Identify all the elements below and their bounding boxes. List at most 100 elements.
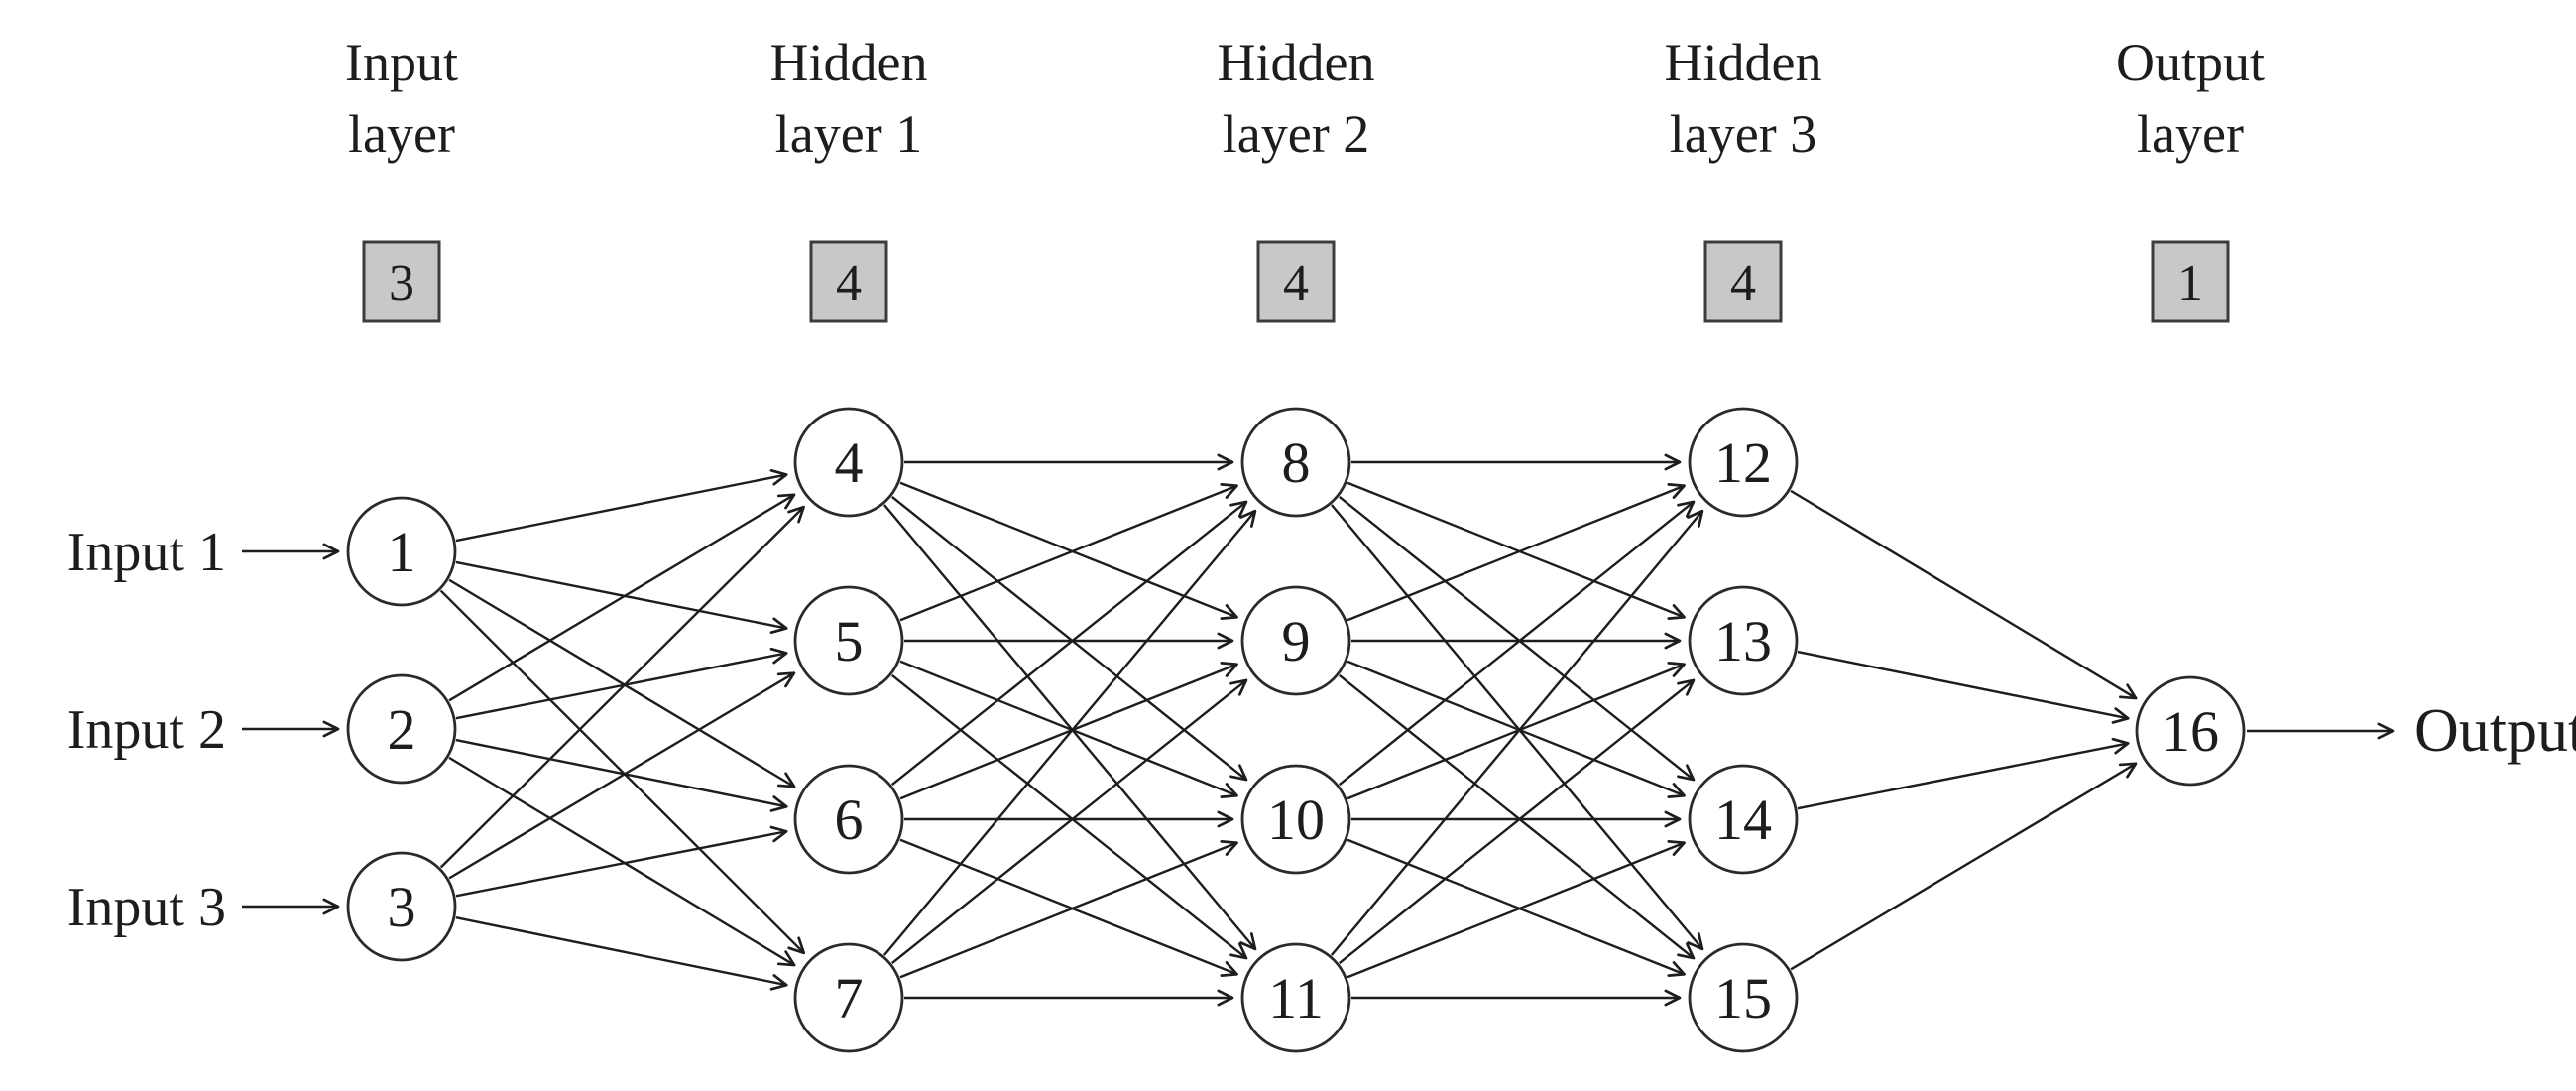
edge-7-10	[899, 840, 1238, 979]
inputs-group: Input 1 Input 2 Input 3	[67, 522, 340, 938]
edge-2-5	[455, 647, 788, 720]
node-2-circle	[346, 673, 457, 785]
node-16-circle	[2135, 675, 2246, 787]
node-4-circle	[793, 407, 904, 518]
layer-title-hidden-layer-2-line1: Hidden	[1218, 33, 1375, 92]
edge-4-11	[882, 504, 1257, 951]
count-badge-hidden-layer-3-value: 4	[1730, 255, 1756, 311]
layer-title-hidden-layer-2-line2: layer 2	[1223, 104, 1369, 164]
edge-9-14	[1347, 660, 1686, 798]
node-13-circle	[1688, 585, 1799, 696]
node-13-label: 13	[1714, 609, 1772, 673]
layer-title-output-layer-line1: Output	[2116, 33, 2265, 92]
node-8-circle	[1240, 407, 1351, 518]
edge-14-16	[1797, 737, 2130, 810]
input-label-3: Input 3	[67, 877, 226, 938]
output-label: Output	[2414, 697, 2576, 765]
node-11-circle	[1240, 942, 1351, 1053]
node-10-label: 10	[1267, 788, 1325, 852]
layer-title-hidden-layer-1-line2: layer 1	[775, 104, 922, 164]
node-7-circle	[793, 942, 904, 1053]
layer-title-input-layer-line1: Input	[345, 33, 458, 92]
node-15-circle	[1688, 942, 1799, 1053]
node-10-circle	[1240, 764, 1351, 875]
edge-5-10	[899, 660, 1238, 798]
edge-6-8	[891, 500, 1248, 787]
input-label-1: Input 1	[67, 522, 226, 583]
node-1-label: 1	[388, 520, 416, 584]
edge-3-6	[455, 825, 788, 898]
layer-title-hidden-layer-3-line2: layer 3	[1670, 104, 1816, 164]
edges-group	[439, 453, 2138, 1007]
edge-2-7	[448, 756, 796, 967]
count-badge-input-layer	[362, 240, 441, 323]
node-16-label: 16	[2162, 699, 2219, 764]
edge-1-7	[439, 589, 806, 955]
edge-4-9	[899, 481, 1238, 620]
node-7-label: 7	[835, 966, 864, 1030]
edge-11-12	[1330, 509, 1704, 956]
node-3-label: 3	[388, 875, 416, 939]
edge-15-16	[1790, 762, 2138, 971]
edge-8-15	[1330, 504, 1704, 951]
node-12-circle	[1688, 407, 1799, 518]
edge-10-13	[1347, 662, 1686, 800]
node-1-circle	[346, 496, 457, 607]
count-badge-hidden-layer-1-value: 4	[836, 255, 862, 311]
input-label-2: Input 2	[67, 699, 226, 761]
count-badge-hidden-layer-2-value: 4	[1283, 255, 1309, 311]
edge-3-4	[439, 505, 805, 869]
layer-title-hidden-layer-1-line1: Hidden	[770, 33, 928, 92]
edge-3-5	[448, 671, 796, 880]
layer-title-hidden-layer-3-line1: Hidden	[1665, 33, 1822, 92]
node-11-label: 11	[1268, 966, 1324, 1030]
node-15-label: 15	[1714, 966, 1772, 1030]
edge-9-15	[1339, 673, 1696, 960]
node-5-label: 5	[835, 609, 864, 673]
node-4-label: 4	[835, 430, 864, 495]
node-6-label: 6	[835, 788, 864, 852]
edge-10-15	[1347, 838, 1686, 977]
edge-6-9	[899, 662, 1238, 800]
edge-8-13	[1347, 481, 1686, 620]
count-badge-hidden-layer-3	[1703, 240, 1783, 323]
edge-11-13	[1339, 678, 1696, 965]
edge-2-6	[455, 738, 788, 812]
edge-7-9	[891, 678, 1248, 965]
edge-3-7	[455, 916, 788, 991]
edge-9-12	[1347, 483, 1686, 622]
edge-8-14	[1339, 495, 1696, 782]
count-badge-input-layer-value: 3	[389, 255, 414, 311]
node-6-circle	[793, 764, 904, 875]
edge-1-4	[455, 469, 788, 543]
node-2-label: 2	[388, 697, 416, 762]
output-group: Output	[2247, 697, 2576, 765]
edge-5-11	[891, 673, 1248, 960]
node-8-label: 8	[1282, 430, 1311, 495]
layer-title-output-layer-line2: layer	[2137, 104, 2244, 164]
edge-5-8	[899, 483, 1238, 622]
node-9-circle	[1240, 585, 1351, 696]
node-14-label: 14	[1714, 788, 1772, 852]
count-badge-hidden-layer-2	[1256, 240, 1336, 323]
edge-6-11	[899, 838, 1238, 977]
layer-title-input-layer-line2: layer	[348, 104, 455, 164]
count-badge-output-layer	[2151, 240, 2230, 323]
node-9-label: 9	[1282, 609, 1311, 673]
node-5-circle	[793, 585, 904, 696]
layer-headers-group: Input layer 3 Hidden layer 1 4 Hidden layer 2 4 H…	[345, 33, 2265, 323]
node-12-label: 12	[1714, 430, 1772, 495]
edge-7-8	[882, 509, 1257, 956]
edge-12-16	[1790, 489, 2138, 700]
edge-1-6	[448, 578, 796, 788]
node-14-circle	[1688, 764, 1799, 875]
node-3-circle	[346, 851, 457, 962]
count-badge-output-layer-value: 1	[2177, 255, 2203, 311]
edge-10-12	[1339, 500, 1696, 787]
edge-11-14	[1347, 840, 1686, 979]
edge-13-16	[1797, 650, 2130, 724]
edge-1-5	[455, 560, 788, 634]
